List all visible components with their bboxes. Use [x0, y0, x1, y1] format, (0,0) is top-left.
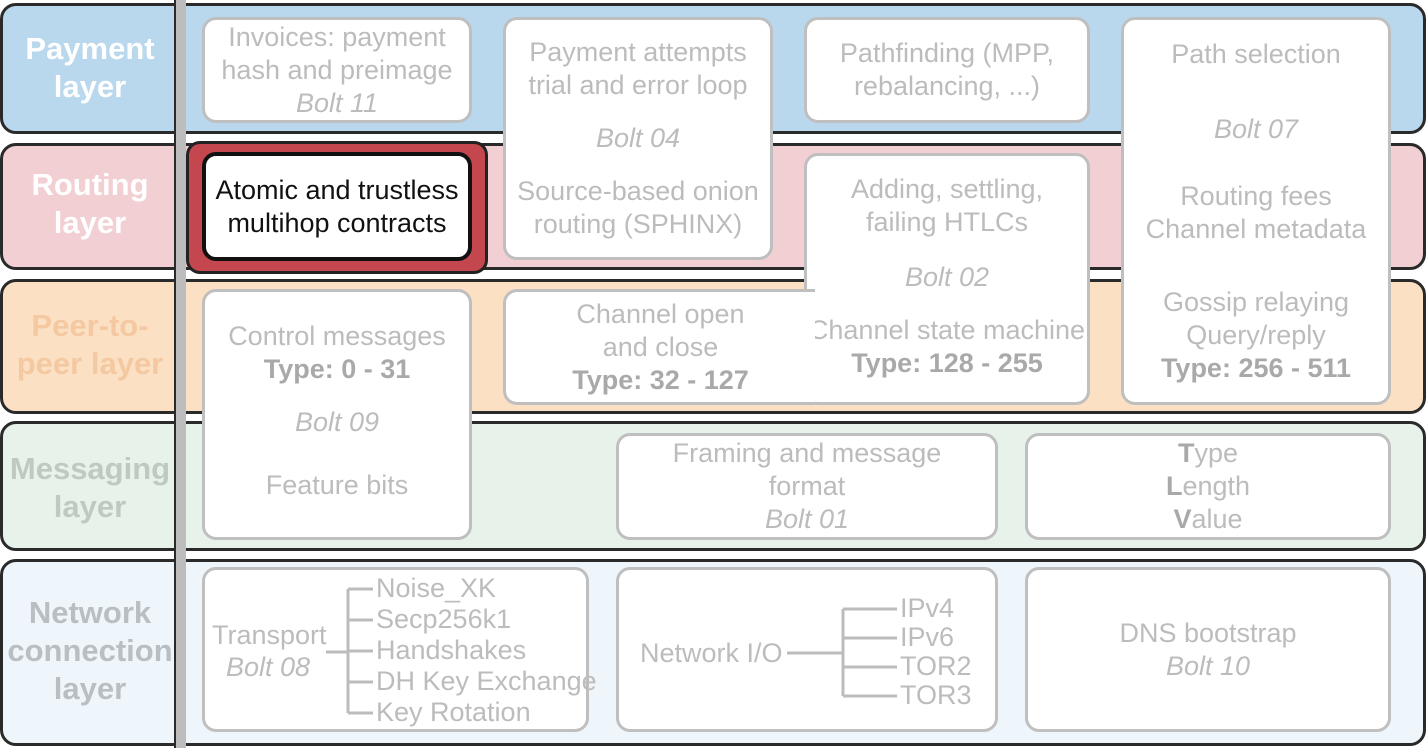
network-item-ipv6: IPv6: [900, 622, 955, 652]
atomic-contracts-box: Atomic and trustless multihop contracts: [202, 152, 472, 261]
path-selection-box: Path selection Bolt 07 Routing fees Chan…: [1121, 17, 1391, 405]
network-io-label: Network I/O: [640, 638, 783, 668]
control-messages-box: Control messages Type: 0 - 31 Bolt 09 Fe…: [202, 289, 472, 540]
transport-bolt: Bolt 08: [226, 652, 311, 682]
pathfinding-box: Pathfinding (MPP, rebalancing, ...): [804, 17, 1090, 123]
transport-item-dh: DH Key Exchange: [376, 666, 597, 696]
p2p-layer-label: Peer-to-peer layer: [16, 308, 164, 381]
network-item-tor3: TOR3: [900, 680, 972, 710]
htlc-box: Adding, settling, failing HTLCs Bolt 02 …: [804, 153, 1090, 405]
transport-item-handshakes: Handshakes: [376, 635, 527, 665]
network-item-tor2: TOR2: [900, 651, 972, 681]
network-item-ipv4: IPv4: [900, 593, 955, 623]
invoices-box: Invoices: payment hash and preimage Bolt…: [202, 17, 472, 123]
transport-box: [202, 567, 589, 732]
tlv-box: Type Length Value: [1025, 433, 1391, 540]
transport-item-noise: Noise_XK: [376, 573, 497, 603]
layer-divider-bar: [174, 0, 186, 748]
payment-attempts-box: Payment attempts trial and error loop Bo…: [503, 17, 773, 260]
transport-item-rotation: Key Rotation: [376, 697, 531, 727]
channel-open-box: Channel open and close Type: 32 - 127: [503, 289, 815, 405]
dns-bootstrap-box: DNS bootstrap Bolt 10: [1025, 567, 1391, 732]
network-io-box: [616, 567, 998, 732]
transport-item-secp: Secp256k1: [376, 604, 512, 634]
framing-box: Framing and message format Bolt 01: [616, 433, 998, 540]
transport-label: Transport: [212, 620, 327, 650]
